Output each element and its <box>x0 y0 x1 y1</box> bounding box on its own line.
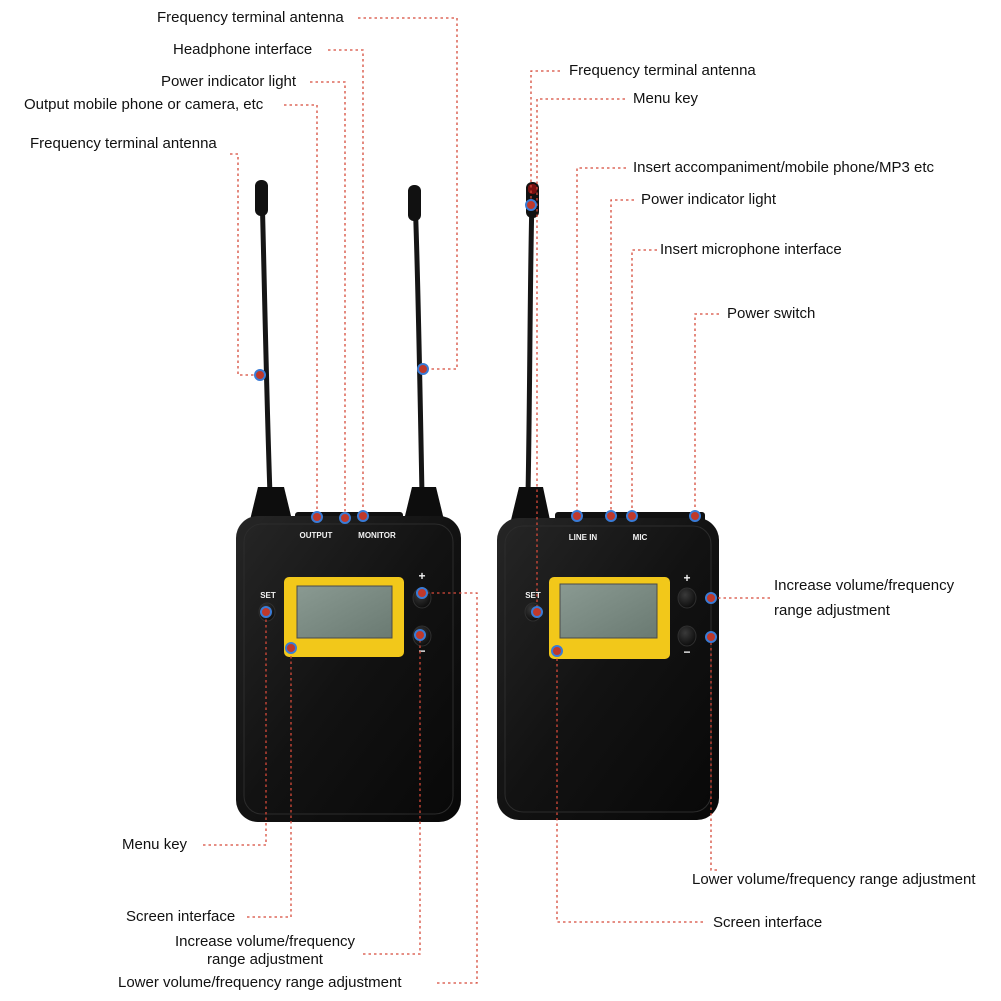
transmitter-antenna-right-tip <box>408 185 421 221</box>
transmitter-set-label: SET <box>260 591 276 600</box>
leader-increase-left <box>363 635 421 955</box>
receiver-device: LINE IN MIC SET + − <box>497 182 719 820</box>
callout-increase-right: Increase volume/frequency range adjustme… <box>774 577 954 620</box>
transmitter-antenna-left-tip <box>255 180 268 216</box>
marker-dot <box>339 512 351 524</box>
marker-dot <box>260 606 272 618</box>
leader-power-light-left <box>310 81 346 518</box>
callout-screen-left: Screen interface <box>126 908 236 925</box>
marker-dot <box>689 510 701 522</box>
leader-freq-antenna-right <box>530 70 560 205</box>
leader-menu-key-left <box>203 612 267 846</box>
marker-dot <box>705 592 717 604</box>
leader-headphone <box>328 49 364 516</box>
marker-dot <box>414 629 426 641</box>
callout-freq-antenna-right: Frequency terminal antenna <box>569 62 756 79</box>
marker-dot <box>531 606 543 618</box>
transmitter-antenna-right <box>412 195 425 498</box>
marker-dot <box>357 510 369 522</box>
callout-increase-left-line2: range adjustment <box>207 951 323 968</box>
receiver-lcd <box>559 583 658 639</box>
callout-power-indicator-left: Power indicator light <box>161 73 297 90</box>
receiver-line-in-label: LINE IN <box>569 533 598 542</box>
callout-menu-key-right: Menu key <box>633 90 699 107</box>
callout-power-indicator-right: Power indicator light <box>641 191 777 208</box>
transmitter-minus-label: − <box>418 644 425 658</box>
transmitter-device: OUTPUT MONITOR SET + − <box>236 180 461 822</box>
transmitter-body <box>236 516 461 822</box>
callout-markers <box>254 199 717 657</box>
callout-screen-right: Screen interface <box>713 914 823 931</box>
marker-dot <box>417 363 429 375</box>
leader-output-phone <box>284 104 318 517</box>
transmitter-monitor-label: MONITOR <box>358 531 396 540</box>
leader-screen-left <box>247 648 292 918</box>
leader-power-switch <box>694 313 719 516</box>
leader-lower-right <box>710 637 720 871</box>
receiver-antenna <box>525 197 535 498</box>
receiver-minus-button[interactable] <box>677 625 697 647</box>
marker-dot <box>626 510 638 522</box>
leader-menu-key-right <box>536 98 625 612</box>
callout-increase-left: Increase volume/frequency range adjustme… <box>168 933 362 969</box>
receiver-antenna-base <box>511 487 550 520</box>
marker-dot <box>571 510 583 522</box>
leader-freq-antenna-top <box>358 17 458 370</box>
callout-increase-right-line1: Increase volume/frequency <box>774 577 955 594</box>
marker-dot <box>551 645 563 657</box>
receiver-body <box>497 518 719 820</box>
callout-insert-accompaniment: Insert accompaniment/mobile phone/MP3 et… <box>633 159 934 176</box>
receiver-plus-label: + <box>683 571 690 585</box>
transmitter-lcd <box>296 585 393 639</box>
marker-dot <box>311 511 323 523</box>
marker-dot <box>416 587 428 599</box>
callout-increase-right-line2: range adjustment <box>774 602 890 619</box>
callout-freq-antenna-left: Frequency terminal antenna <box>30 135 217 152</box>
receiver-mic-label: MIC <box>633 533 648 542</box>
receiver-set-label: SET <box>525 591 541 600</box>
callout-freq-antenna-top: Frequency terminal antenna <box>157 9 344 26</box>
callout-insert-microphone: Insert microphone interface <box>660 241 842 258</box>
transmitter-antenna-base-right <box>404 487 444 520</box>
callout-menu-key-left: Menu key <box>122 836 188 853</box>
leader-screen-right <box>556 651 703 923</box>
callout-output-phone-camera: Output mobile phone or camera, etc <box>24 96 264 113</box>
receiver-minus-label: − <box>683 645 690 659</box>
marker-dot <box>254 369 266 381</box>
marker-dot <box>525 199 537 211</box>
transmitter-output-label: OUTPUT <box>300 531 333 540</box>
leader-power-light-right <box>610 199 634 516</box>
marker-dot <box>285 642 297 654</box>
callout-lower-right: Lower volume/frequency range adjustment <box>692 871 976 888</box>
callout-lower-left: Lower volume/frequency range adjustment <box>118 974 402 991</box>
marker-dot <box>605 510 617 522</box>
callout-headphone-interface: Headphone interface <box>173 41 313 58</box>
leader-insert-mic <box>631 249 657 516</box>
marker-dot <box>705 631 717 643</box>
leader-insert-accomp <box>576 167 626 516</box>
transmitter-antenna-base-left <box>250 487 292 520</box>
callout-power-switch: Power switch <box>727 305 816 322</box>
receiver-plus-button[interactable] <box>677 587 697 609</box>
leader-lower-left <box>422 592 478 984</box>
transmitter-antenna-left <box>259 189 273 498</box>
leader-lines <box>203 17 770 984</box>
callout-increase-left-line1: Increase volume/frequency <box>174 933 356 950</box>
transmitter-plus-label: + <box>418 569 425 583</box>
